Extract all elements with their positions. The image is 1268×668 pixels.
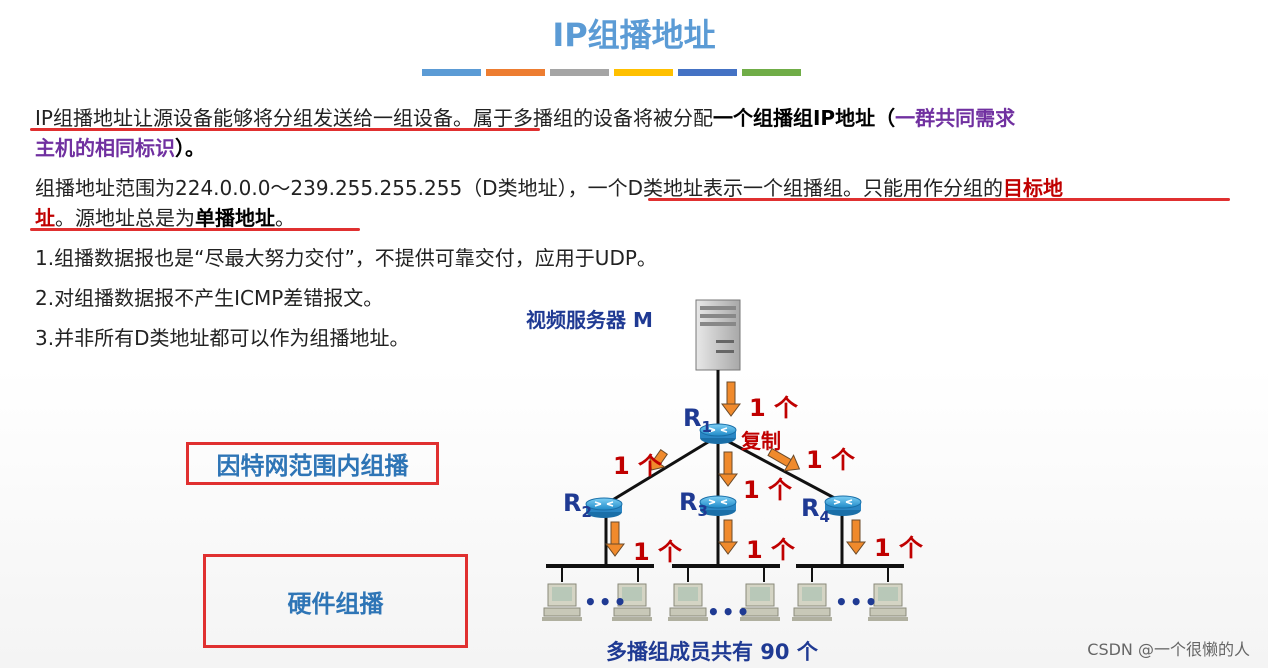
text: 。属于多播组的设备将被分配 <box>452 106 713 130</box>
page-title: IP组播地址 <box>552 16 716 54</box>
highlight-text: 一群共同需求 <box>895 106 1016 130</box>
count-label: 1 个 <box>749 394 799 422</box>
box-label: 因特网范围内组播 <box>216 452 409 480</box>
color-bar <box>614 69 673 76</box>
computer-icon <box>791 583 833 622</box>
highlight-text: 一个组播组IP地址 <box>712 106 876 130</box>
text: 。 <box>275 206 295 230</box>
server-icon <box>695 299 741 371</box>
link-line <box>605 434 719 506</box>
router-label-r3: R3 <box>679 488 708 520</box>
orange-arrow-icon <box>846 519 866 555</box>
router-prefix: R <box>801 494 820 522</box>
orange-arrow-icon <box>718 519 738 555</box>
server-label: 视频服务器 M <box>526 308 653 332</box>
color-bar <box>422 69 481 76</box>
orange-arrow-icon <box>605 521 625 557</box>
count-label: 1 个 <box>806 446 856 474</box>
router-label-r1: R1 <box>683 404 712 436</box>
count-label: 1 个 <box>874 534 924 562</box>
text: 。源地址总是为 <box>55 206 195 230</box>
members-label: 多播组成员共有 90 个 <box>606 640 818 664</box>
text: （ <box>875 106 896 130</box>
text: ）。 <box>175 136 205 160</box>
orange-arrow-icon <box>721 381 741 417</box>
color-bar <box>486 69 545 76</box>
router-prefix: R <box>679 488 698 516</box>
router-label-r2: R2 <box>563 489 592 521</box>
copy-label: 复制 <box>741 429 781 453</box>
router-sub: 2 <box>581 502 592 521</box>
count-label: 1 个 <box>613 452 663 480</box>
internet-multicast-box: 因特网范围内组播 <box>186 442 439 485</box>
red-underline <box>30 228 360 231</box>
highlight-text: 主机的相同标识 <box>35 136 175 160</box>
highlight-text: 单播地址 <box>195 206 275 230</box>
point-2: 2.对组播数据报不产生ICMP差错报文。 <box>35 286 384 310</box>
computer-icon <box>667 583 709 622</box>
color-bar <box>742 69 801 76</box>
dots: ••• <box>584 590 629 614</box>
hardware-multicast-box: 硬件组播 <box>203 554 468 648</box>
link-line <box>717 434 843 504</box>
text: 组播地址范围为224.0.0.0～239.255.255.255（D类地址）， <box>35 176 588 200</box>
color-bar <box>678 69 737 76</box>
router-r4-icon <box>824 495 862 517</box>
count-label: 1 个 <box>633 538 683 566</box>
router-prefix: R <box>563 489 582 517</box>
text: IP组播地址让源设备能够将分组发送给一组设备 <box>35 106 453 130</box>
text: 一个D类地址表示一个组播组。只能用作分组的 <box>587 176 1003 200</box>
highlight-text: 目标地 <box>1003 176 1063 200</box>
red-underline <box>648 198 1230 201</box>
paragraph-1-line-1: IP组播地址让源设备能够将分组发送给一组设备。属于多播组的设备将被分配一个组播组… <box>35 104 1015 132</box>
orange-arrow-icon <box>649 449 668 471</box>
router-sub: 1 <box>701 417 712 436</box>
orange-arrow-icon <box>767 447 801 472</box>
paragraph-2-line-1: 组播地址范围为224.0.0.0～239.255.255.255（D类地址），一… <box>35 174 1063 202</box>
red-underline <box>30 128 540 131</box>
computer-icon <box>541 583 583 622</box>
router-label-r4: R4 <box>801 494 830 526</box>
count-label: 1 个 <box>746 536 796 564</box>
point-3: 3.并非所有D类地址都可以作为组播地址。 <box>35 326 410 350</box>
watermark: CSDN @一个很懒的人 <box>1087 640 1250 659</box>
highlight-text: 址 <box>35 206 55 230</box>
router-sub: 3 <box>697 501 708 520</box>
router-prefix: R <box>683 404 702 432</box>
dots: ••• <box>835 590 880 614</box>
point-1: 1.组播数据报也是“尽最大努力交付”，不提供可靠交付，应用于UDP。 <box>35 246 657 270</box>
orange-arrow-icon <box>718 451 738 487</box>
box-label: 硬件组播 <box>287 589 384 618</box>
color-bar <box>550 69 609 76</box>
dots: ••• <box>707 600 752 624</box>
title-color-bars <box>422 69 801 76</box>
paragraph-2-line-2: 址。源地址总是为单播地址。 <box>35 204 295 232</box>
router-sub: 4 <box>819 507 830 526</box>
paragraph-1-line-2: 主机的相同标识）。 <box>35 134 205 162</box>
count-label: 1 个 <box>743 476 793 504</box>
